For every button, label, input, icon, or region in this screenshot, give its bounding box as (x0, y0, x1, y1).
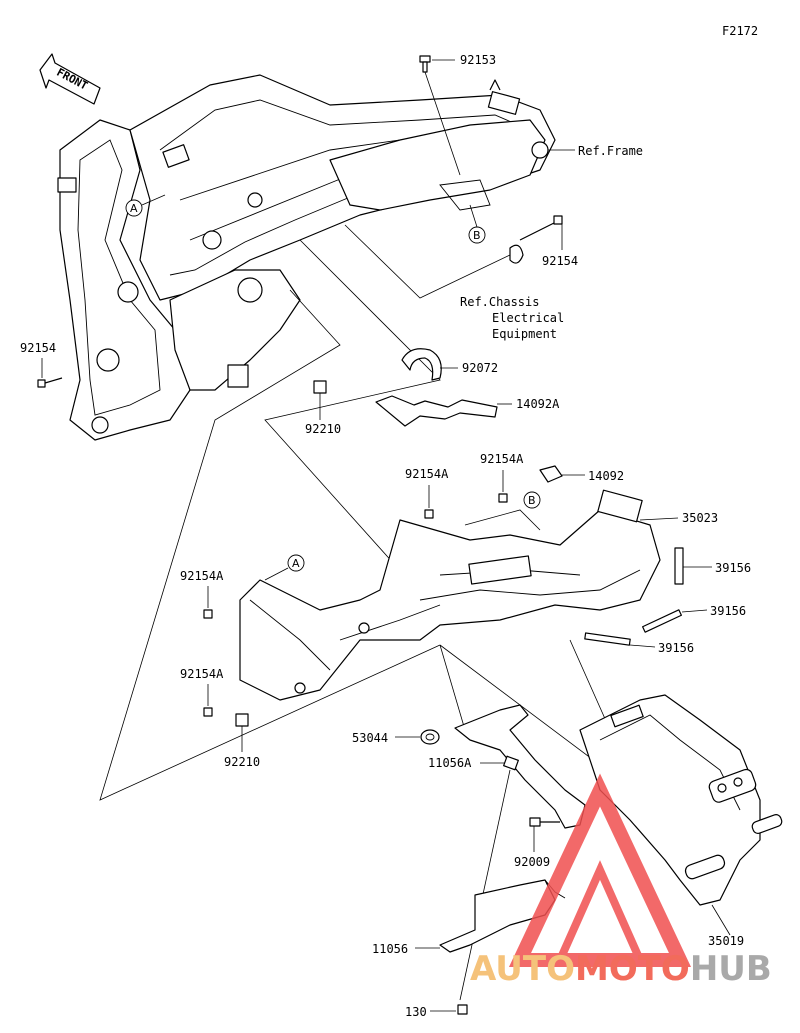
label-11056A: 11056A (428, 756, 472, 770)
label-92154A-1: 92154A (405, 467, 449, 481)
cap-14092 (539, 465, 585, 483)
rear-undertray (239, 489, 679, 701)
bolts-92154A-lower (203, 586, 213, 717)
grommet-53044 (395, 729, 440, 745)
bolt-130 (430, 1004, 468, 1015)
label-92154A-4: 92154A (180, 667, 224, 681)
svg-text:B: B (528, 494, 536, 507)
screw-92009 (529, 817, 560, 852)
ref-circle-a-mid: A (264, 554, 305, 581)
label-92154-left: 92154 (20, 341, 56, 355)
collar-92210-top (313, 380, 327, 420)
label-92154A-3: 92154A (180, 569, 224, 583)
plate-14092A (375, 395, 512, 427)
bolts-92154A-upper (424, 470, 541, 531)
rear-fender-35019 (579, 694, 783, 936)
bracket-11056A (454, 704, 586, 829)
bolt-92154-top (509, 215, 563, 264)
label-92210-top: 92210 (305, 422, 341, 436)
label-53044: 53044 (352, 731, 388, 745)
strips-39156 (584, 547, 712, 648)
main-frame (57, 74, 556, 441)
label-92072: 92072 (462, 361, 498, 375)
label-92009: 92009 (514, 855, 550, 869)
label-35023: 35023 (682, 511, 718, 525)
label-14092: 14092 (588, 469, 624, 483)
label-130: 130 (405, 1005, 427, 1019)
label-11056: 11056 (372, 942, 408, 956)
figure-code: F2172 (722, 24, 758, 38)
label-35019: 35019 (708, 934, 744, 948)
label-92153: 92153 (460, 53, 496, 67)
label-92210-bottom: 92210 (224, 755, 260, 769)
label-ref-chassis-2: Electrical (492, 311, 564, 325)
label-ref-frame: Ref.Frame (578, 144, 643, 158)
ref-circle-b-mid: B (523, 491, 541, 509)
collar-92210-bottom (235, 713, 249, 752)
projection-lines (99, 239, 441, 801)
svg-text:A: A (292, 557, 300, 570)
label-39156-3: 39156 (658, 641, 694, 655)
svg-text:B: B (473, 229, 481, 242)
bolt-92153 (419, 55, 461, 176)
watermark-text: AUTOMOTOHUB (470, 949, 772, 989)
label-39156-2: 39156 (710, 604, 746, 618)
ref-circle-a-top: A (125, 194, 166, 217)
label-92154A-2: 92154A (480, 452, 524, 466)
watermark-logo (508, 773, 692, 967)
label-14092A: 14092A (516, 397, 560, 411)
label-ref-chassis-1: Ref.Chassis (460, 295, 539, 309)
projection-lines-lower (439, 639, 621, 1001)
label-92154-top: 92154 (542, 254, 578, 268)
svg-text:A: A (130, 202, 138, 215)
front-arrow-icon: FRONT (39, 53, 101, 105)
clamp-92072 (401, 348, 458, 381)
label-ref-chassis-3: Equipment (492, 327, 557, 341)
label-39156-1: 39156 (715, 561, 751, 575)
ref-circle-b-top: B (468, 204, 486, 244)
bolt-92154-left (37, 358, 63, 388)
